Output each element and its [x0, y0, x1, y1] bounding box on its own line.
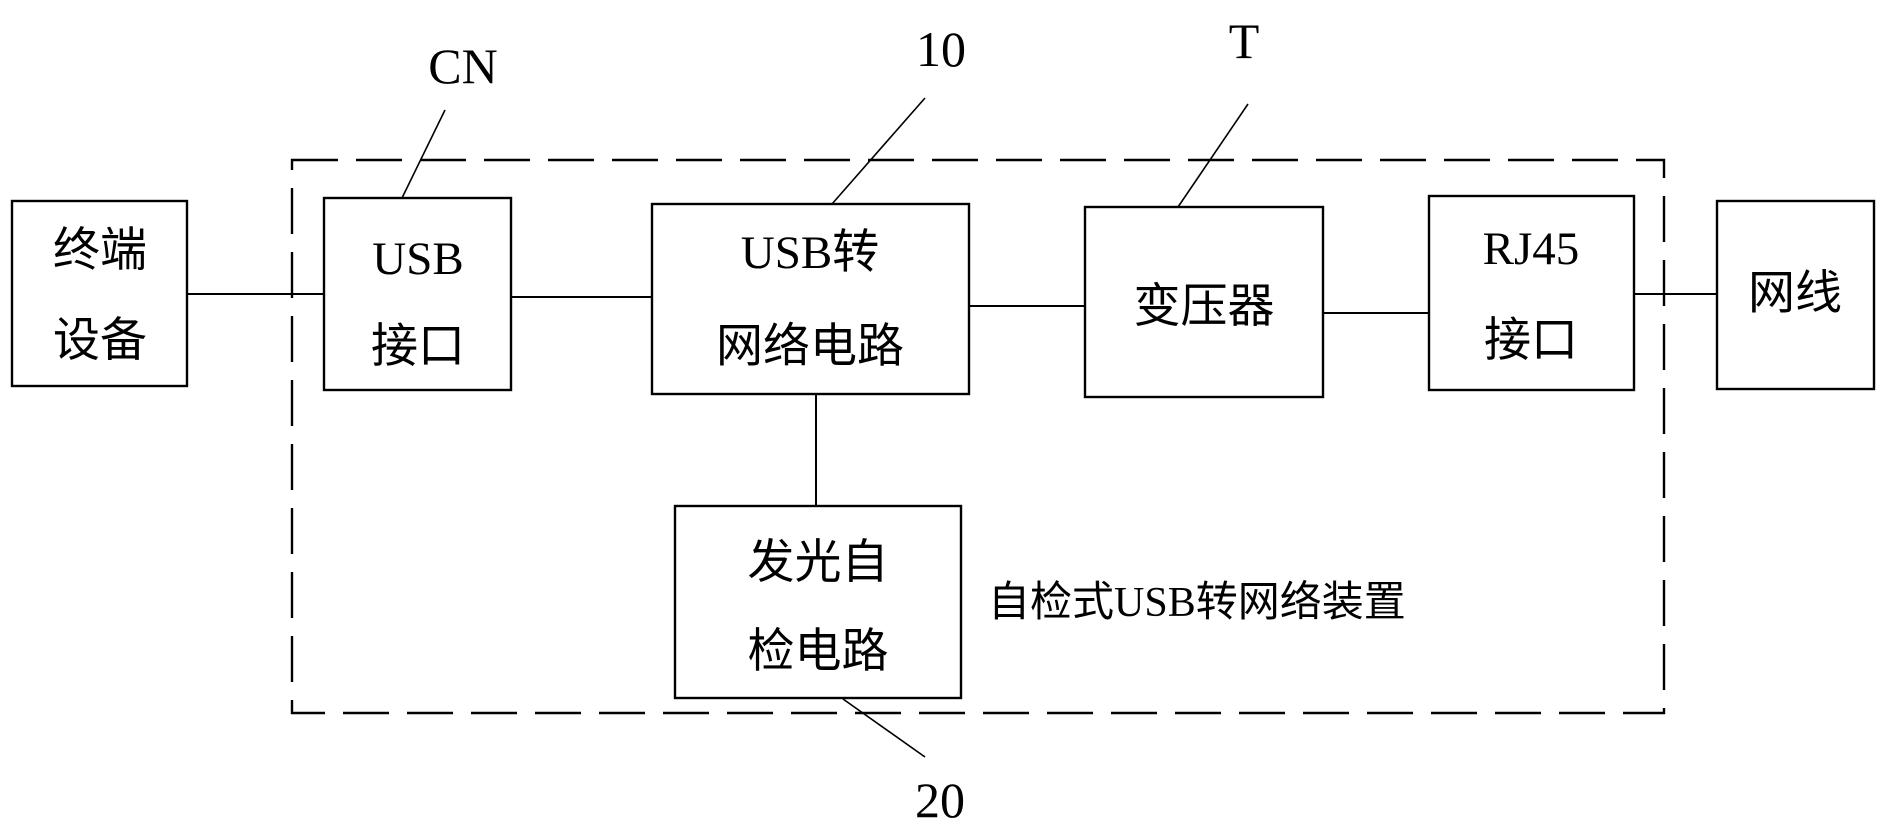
selftest-label-line2: 检电路 [748, 626, 889, 678]
usb-to-net-label-line2: 网络电路 [716, 321, 904, 373]
usb-port-label-line1: USB [372, 233, 463, 285]
usb-to-net-label-line1: USB转 [741, 227, 879, 279]
ref-label-10: 10 [916, 21, 966, 77]
selftest-label-line1: 发光自 [748, 537, 889, 589]
block-terminal-device: 终端 设备 [10, 199, 189, 388]
leader-20 [842, 698, 926, 758]
leader-t [1177, 103, 1249, 208]
block-usb-to-network-circuit: USB转 网络电路 [650, 202, 971, 396]
ref-label-t: T [1229, 13, 1260, 69]
rj45-label-line2: 接口 [1484, 315, 1578, 367]
ref-label-20: 20 [915, 772, 965, 828]
block-usb-port: USB 接口 [322, 196, 513, 392]
network-cable-label: 网线 [1748, 268, 1842, 320]
block-transformer: 变压器 [1083, 205, 1325, 399]
device-boundary [290, 158, 1666, 715]
block-network-cable: 网线 [1715, 199, 1876, 391]
terminal-label-line2: 设备 [53, 315, 147, 367]
usb-port-label-line2: 接口 [371, 321, 465, 373]
transformer-label: 变压器 [1134, 281, 1275, 333]
device-caption: 自检式USB转网络装置 [988, 579, 1406, 626]
rj45-label-line1: RJ45 [1483, 223, 1580, 275]
block-led-selftest-circuit: 发光自 检电路 [673, 504, 963, 700]
leader-cn [401, 109, 446, 199]
terminal-label-line1: 终端 [53, 225, 147, 277]
ref-label-cn: CN [428, 38, 497, 94]
leader-10 [831, 97, 926, 205]
block-rj45-port: RJ45 接口 [1427, 194, 1636, 392]
